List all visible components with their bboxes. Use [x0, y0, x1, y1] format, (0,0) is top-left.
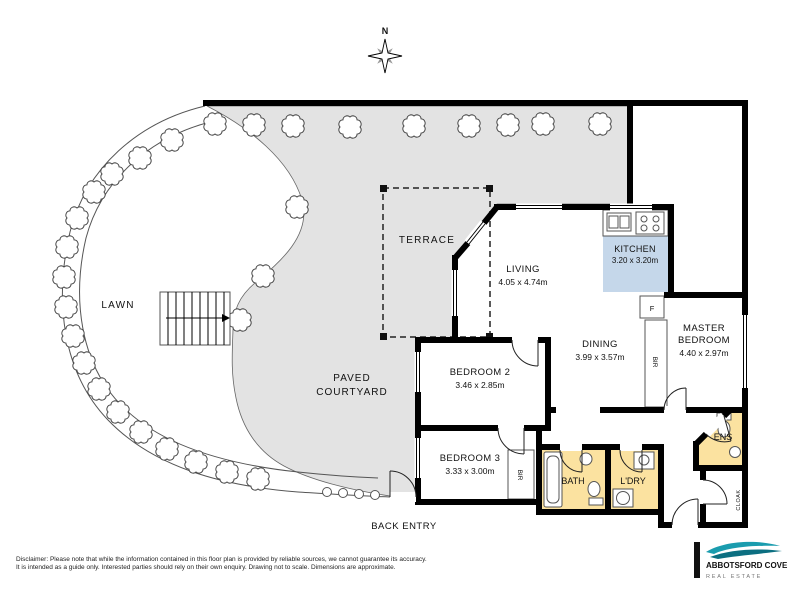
- garden-scallop: [338, 488, 348, 498]
- dining-room-dims: 3.99 x 3.57m: [575, 352, 624, 362]
- tree-icon: [106, 400, 130, 424]
- ensuite-basin: [729, 446, 741, 458]
- stairs-direction-arrow: [222, 314, 230, 322]
- kitchen-cooktop: [635, 211, 665, 235]
- logo-swoosh-icon: [706, 541, 780, 554]
- garden-scallop: [370, 490, 380, 500]
- master-bedroom-label-line2: BEDROOM: [678, 335, 730, 346]
- tree-icon: [54, 295, 78, 319]
- kitchen-dims: 3.20 x 3.20m: [612, 256, 659, 265]
- lawn-label: LAWN: [101, 300, 134, 311]
- terrace-label: TERRACE: [399, 235, 455, 246]
- tree-icon: [129, 420, 153, 444]
- master-bedroom-label-line1: MASTER: [683, 323, 725, 334]
- living-room-dims: 4.05 x 4.74m: [498, 277, 547, 287]
- agency-logo: ABBOTSFORD COVE REAL ESTATE: [694, 538, 794, 584]
- courtyard-label-line1: PAVED: [333, 373, 370, 384]
- compass-rose: [367, 38, 403, 74]
- bath-toilet: [587, 481, 601, 497]
- fridge-box: [639, 295, 665, 319]
- living-room-label: LIVING: [506, 264, 540, 275]
- bedroom3-dims: 3.33 x 3.00m: [445, 466, 494, 476]
- tree-icon: [87, 377, 111, 401]
- openings: [389, 203, 749, 529]
- courtyard-label-line2: COURTYARD: [316, 387, 387, 398]
- bedroom3-label: BEDROOM 3: [440, 453, 501, 464]
- disclaimer-line1: Disclaimer: Please note that while the i…: [16, 556, 427, 563]
- tree-icon: [246, 467, 270, 491]
- agency-logo-graphic: ABBOTSFORD COVE REAL ESTATE: [694, 541, 788, 580]
- back-entry-label: BACK ENTRY: [371, 521, 437, 532]
- labels: N LAWN TERRACE PAVED COURTYARD BACK ENTR…: [101, 26, 742, 532]
- disclaimer-line2: It is intended as a guide only. Interest…: [16, 564, 396, 571]
- ensuite-label: ENS: [714, 432, 733, 442]
- master-bir-label: BIR: [651, 357, 658, 368]
- logo-tagline-text: REAL ESTATE: [706, 574, 762, 580]
- tree-icon: [155, 437, 179, 461]
- tree-icon: [52, 265, 76, 289]
- disclaimer: Disclaimer: Please note that while the i…: [16, 556, 616, 572]
- logo-brand-text: ABBOTSFORD COVE: [706, 561, 788, 570]
- bedroom3-bir-robe: [507, 449, 535, 500]
- fridge-label: F: [650, 304, 655, 313]
- terrace-pergola: [380, 185, 493, 340]
- tree-icon: [203, 112, 227, 136]
- bedroom2-label: BEDROOM 2: [450, 367, 511, 378]
- logo-bar: [694, 542, 700, 578]
- tree-icon: [55, 235, 79, 259]
- tree-icon: [65, 206, 89, 230]
- cloak-label: CLOAK: [736, 489, 742, 510]
- bedroom3-bir-label: BIR: [516, 470, 523, 481]
- bath-basin: [579, 452, 593, 466]
- garden-scallop: [322, 487, 332, 497]
- laundry-label: L'DRY: [620, 476, 646, 486]
- kitchen-label: KITCHEN: [614, 244, 656, 254]
- bath-label: BATH: [561, 476, 584, 486]
- master-bedroom-dims: 4.40 x 2.97m: [679, 348, 728, 358]
- logo-swoosh-dark-icon: [710, 549, 782, 559]
- dining-room-label: DINING: [582, 339, 618, 350]
- compass-n-label: N: [382, 26, 389, 36]
- bedroom2-dims: 3.46 x 2.85m: [455, 380, 504, 390]
- garden-scallop: [354, 489, 364, 499]
- stairs: [159, 291, 231, 346]
